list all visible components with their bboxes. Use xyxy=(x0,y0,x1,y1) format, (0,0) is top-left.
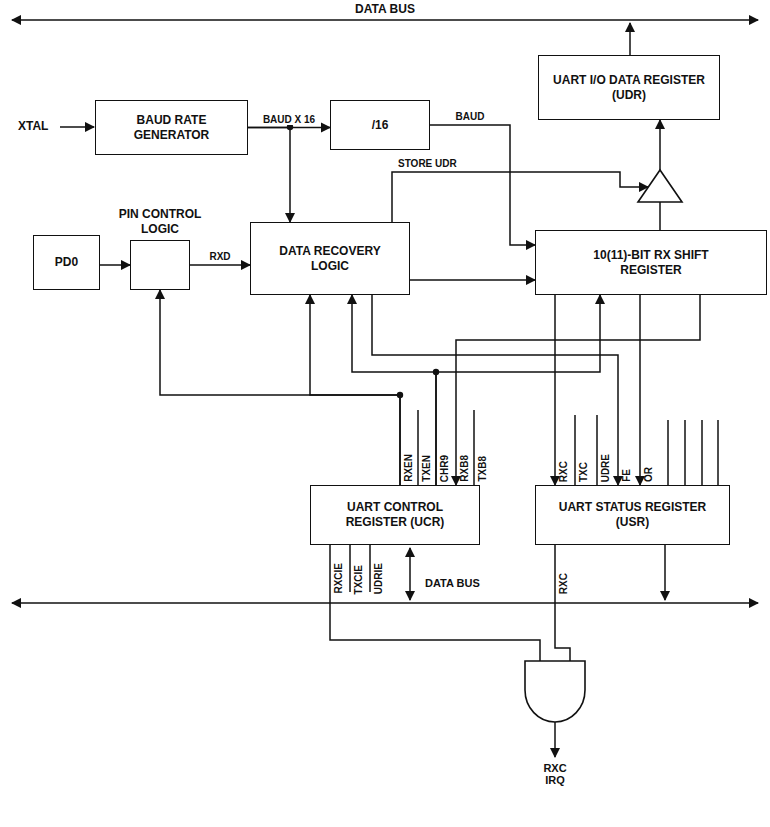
status-tick xyxy=(596,415,598,485)
signal-name: CHR9 xyxy=(439,455,450,482)
pin-box: PD0 xyxy=(33,235,100,290)
status-tick xyxy=(684,420,686,485)
interrupt-enable-wire xyxy=(330,545,540,661)
signal-connector xyxy=(430,125,535,245)
box-label: PD0 xyxy=(55,255,78,270)
bus-label: DATA BUS xyxy=(425,577,480,589)
signal-connector xyxy=(639,295,641,485)
control-tick xyxy=(349,545,351,592)
bus-label: XTAL xyxy=(18,120,48,133)
signal-connector xyxy=(372,295,618,485)
register-box: UART I/O DATA REGISTER (UDR) xyxy=(538,55,720,120)
generator-box: BAUD RATE GENERATOR xyxy=(95,100,248,155)
control-tick xyxy=(473,410,475,485)
box-label: BAUD RATE GENERATOR xyxy=(117,113,227,143)
shift-register-box: 10(11)-BIT RX SHIFT REGISTER xyxy=(535,230,767,295)
signal-name: RXB8 xyxy=(459,455,470,482)
signal-name: RXC xyxy=(558,461,569,482)
xtal-wire xyxy=(60,126,94,128)
control-tick xyxy=(369,545,371,592)
and-gate xyxy=(525,661,585,722)
box-label: UART I/O DATA REGISTER (UDR) xyxy=(549,73,709,103)
signal-connector xyxy=(352,295,436,485)
signal-name: OR xyxy=(643,467,654,482)
signal-name: RXC xyxy=(558,573,569,594)
signal-connector xyxy=(436,295,600,485)
signal-connector xyxy=(100,264,130,266)
rxc-wire xyxy=(555,545,570,661)
logic-box: DATA RECOVERY LOGIC xyxy=(250,222,410,295)
signal-connector xyxy=(190,264,250,266)
udr-bus-arrow xyxy=(629,23,631,55)
status-tick xyxy=(574,415,576,485)
usr-bus-arrow xyxy=(664,545,666,600)
box-label: UART STATUS REGISTER (USR) xyxy=(558,500,708,530)
signal-name: RXEN xyxy=(403,454,414,482)
signal-name: TXC xyxy=(578,462,589,482)
data-bus-line xyxy=(12,19,758,21)
signal-name: UDRIE xyxy=(373,563,384,594)
junction-dot xyxy=(433,369,439,375)
signal-connector xyxy=(310,295,400,485)
logic-box: PIN CONTROL LOGIC xyxy=(130,240,190,290)
bus-label: STORE UDR xyxy=(398,158,457,169)
signal-name: BAUD xyxy=(454,111,487,122)
junction-dot xyxy=(287,124,293,130)
signal-connector xyxy=(456,295,700,485)
control-tick xyxy=(417,410,419,485)
signal-connector xyxy=(160,290,400,485)
signal-connector xyxy=(554,295,556,485)
status-tick xyxy=(667,420,669,485)
divider-box: /16 xyxy=(330,100,430,150)
bus-label: DATA BUS xyxy=(355,3,415,16)
box-label: DATA RECOVERY LOGIC xyxy=(260,244,400,274)
data-bus-line xyxy=(12,602,758,604)
junction-dot xyxy=(397,392,403,398)
register-box: UART STATUS REGISTER (USR) xyxy=(535,485,730,545)
signal-name: TXEN xyxy=(421,455,432,482)
signal-name: TXB8 xyxy=(477,456,488,482)
signal-name: TXCIE xyxy=(353,565,364,594)
signal-name: RXCIE xyxy=(333,563,344,594)
signal-name: RXD xyxy=(207,251,232,262)
register-box: UART CONTROL REGISTER (UCR) xyxy=(310,485,480,545)
box-label: PIN CONTROL LOGIC xyxy=(100,207,220,237)
status-tick xyxy=(717,420,719,485)
bus-label: RXC IRQ xyxy=(538,762,572,786)
status-tick xyxy=(701,420,703,485)
signal-name: BAUD X 16 xyxy=(261,114,317,125)
ucr-bus-arrow xyxy=(409,548,411,600)
store-udr-wire xyxy=(392,172,648,222)
box-label: UART CONTROL REGISTER (UCR) xyxy=(320,500,470,530)
box-label: /16 xyxy=(372,118,389,133)
signal-connector xyxy=(248,128,290,223)
buffer-symbol xyxy=(638,170,682,202)
signal-name: FE xyxy=(621,469,632,482)
box-label: 10(11)-BIT RX SHIFT REGISTER xyxy=(576,248,726,278)
signal-connector xyxy=(410,279,535,281)
signal-name: UDRE xyxy=(600,454,611,482)
irq-wire xyxy=(554,722,556,757)
